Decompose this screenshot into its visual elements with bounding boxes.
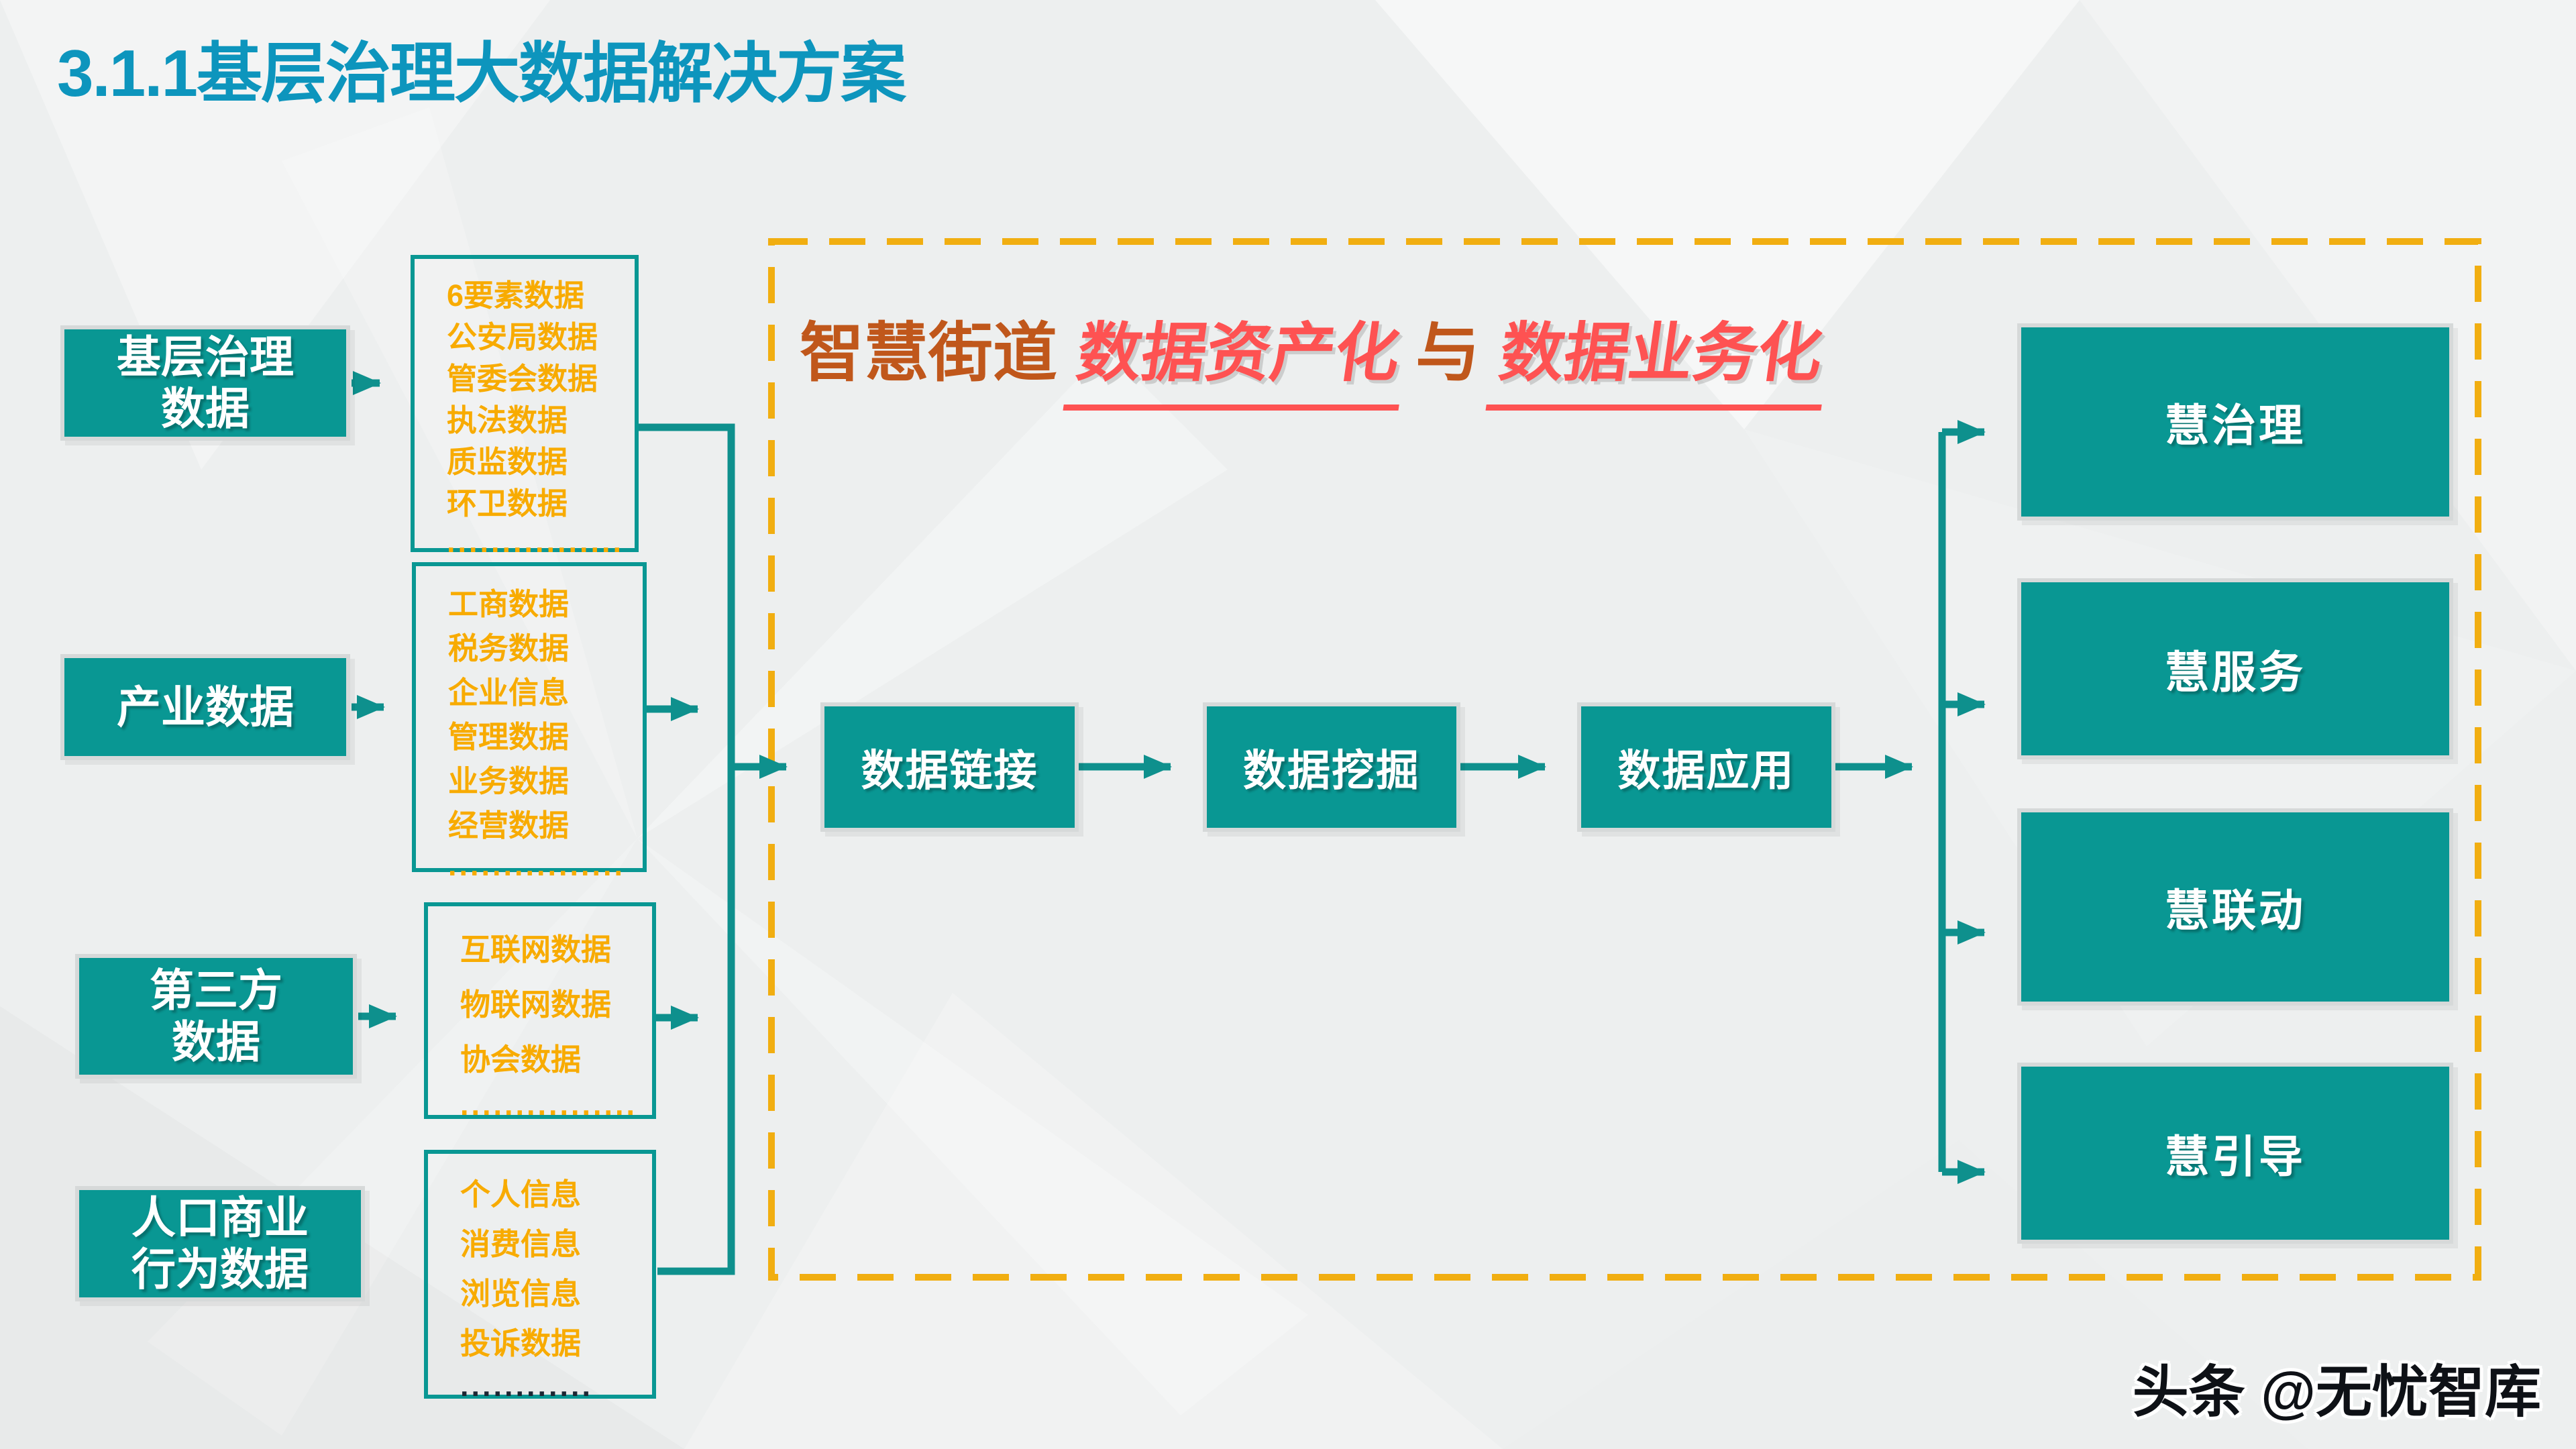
output-box-smart-guidance: 慧引导 <box>2017 1063 2453 1244</box>
source-label-text: 第三方数据 <box>150 965 282 1067</box>
list-item: 公安局数据 <box>447 320 598 354</box>
panel-title-segment: 数据资产化 <box>1063 301 1414 411</box>
source-list-box-grassroots-governance-data: 6要素数据公安局数据管委会数据执法数据质监数据环卫数据.............… <box>411 255 639 559</box>
source-label-line: 人口商业 <box>131 1193 309 1243</box>
panel-title-segment: 数据业务化 <box>1485 301 1837 411</box>
panel-title-segment: 智慧街道 <box>800 317 1057 389</box>
list-item: 互联网数据 <box>460 932 612 967</box>
source-label-line: 行为数据 <box>131 1244 309 1294</box>
list-item: 企业信息 <box>448 676 570 710</box>
page-title: 3.1.1基层治理大数据解决方案 <box>57 36 906 110</box>
source-label-line: 数据 <box>172 1017 260 1067</box>
source-list-box-third-party-data: 互联网数据物联网数据协会数据................ <box>424 902 656 1122</box>
list-item: 消费信息 <box>460 1227 582 1261</box>
list-item: 质监数据 <box>447 445 568 479</box>
source-label-box-industry-data: 产业数据 <box>60 654 350 760</box>
flow-step-box-data-linking: 数据链接 <box>820 702 1079 832</box>
source-label-text: 产业数据 <box>117 682 294 733</box>
list-item: 管理数据 <box>448 720 570 754</box>
source-label-text: 基层治理数据 <box>117 331 294 434</box>
list-item: 6要素数据 <box>447 278 585 313</box>
ellipsis-row: ............ <box>460 1368 594 1403</box>
source-label-box-grassroots-governance-data: 基层治理数据 <box>60 325 350 441</box>
list-item: 浏览信息 <box>460 1277 582 1311</box>
list-item: 环卫数据 <box>447 486 568 521</box>
flow-step-box-data-mining: 数据挖掘 <box>1203 702 1460 832</box>
list-item: 经营数据 <box>448 808 570 843</box>
output-box-smart-governance: 慧治理 <box>2017 323 2453 521</box>
list-item: 业务数据 <box>448 764 570 798</box>
list-item: 工商数据 <box>448 587 570 621</box>
source-label-box-population-commerce-data: 人口商业行为数据 <box>75 1186 365 1301</box>
source-label-box-third-party-data: 第三方数据 <box>75 954 357 1079</box>
list-item: 个人信息 <box>460 1177 582 1212</box>
output-box-smart-linkage: 慧联动 <box>2017 808 2453 1006</box>
source-label-line: 基层治理 <box>117 332 294 382</box>
ellipsis-row: ................ <box>460 1087 638 1122</box>
list-item: 执法数据 <box>447 403 568 437</box>
source-label-line: 产业数据 <box>117 682 294 732</box>
output-box-smart-service: 慧服务 <box>2017 578 2453 759</box>
source-label-line: 第三方 <box>150 965 282 1016</box>
list-item: 协会数据 <box>460 1042 582 1077</box>
ellipsis-row: ................ <box>447 525 625 559</box>
flow-step-box-data-application: 数据应用 <box>1577 702 1835 832</box>
source-label-text: 人口商业行为数据 <box>131 1192 309 1295</box>
list-item: 物联网数据 <box>460 987 612 1022</box>
source-label-line: 数据 <box>161 384 250 433</box>
list-item: 管委会数据 <box>447 362 598 396</box>
ellipsis-row: ................ <box>448 848 626 882</box>
watermark: 头条 @无忧智库 <box>2132 1360 2541 1424</box>
source-list-box-population-commerce-data: 个人信息消费信息浏览信息投诉数据............ <box>424 1150 656 1403</box>
panel-title-segment: 与 <box>1415 317 1480 389</box>
list-item: 税务数据 <box>448 631 570 665</box>
list-item: 投诉数据 <box>460 1326 582 1360</box>
panel-title: 智慧街道数据资产化与数据业务化 <box>800 301 1838 411</box>
source-list-box-industry-data: 工商数据税务数据企业信息管理数据业务数据经营数据................ <box>412 562 647 882</box>
